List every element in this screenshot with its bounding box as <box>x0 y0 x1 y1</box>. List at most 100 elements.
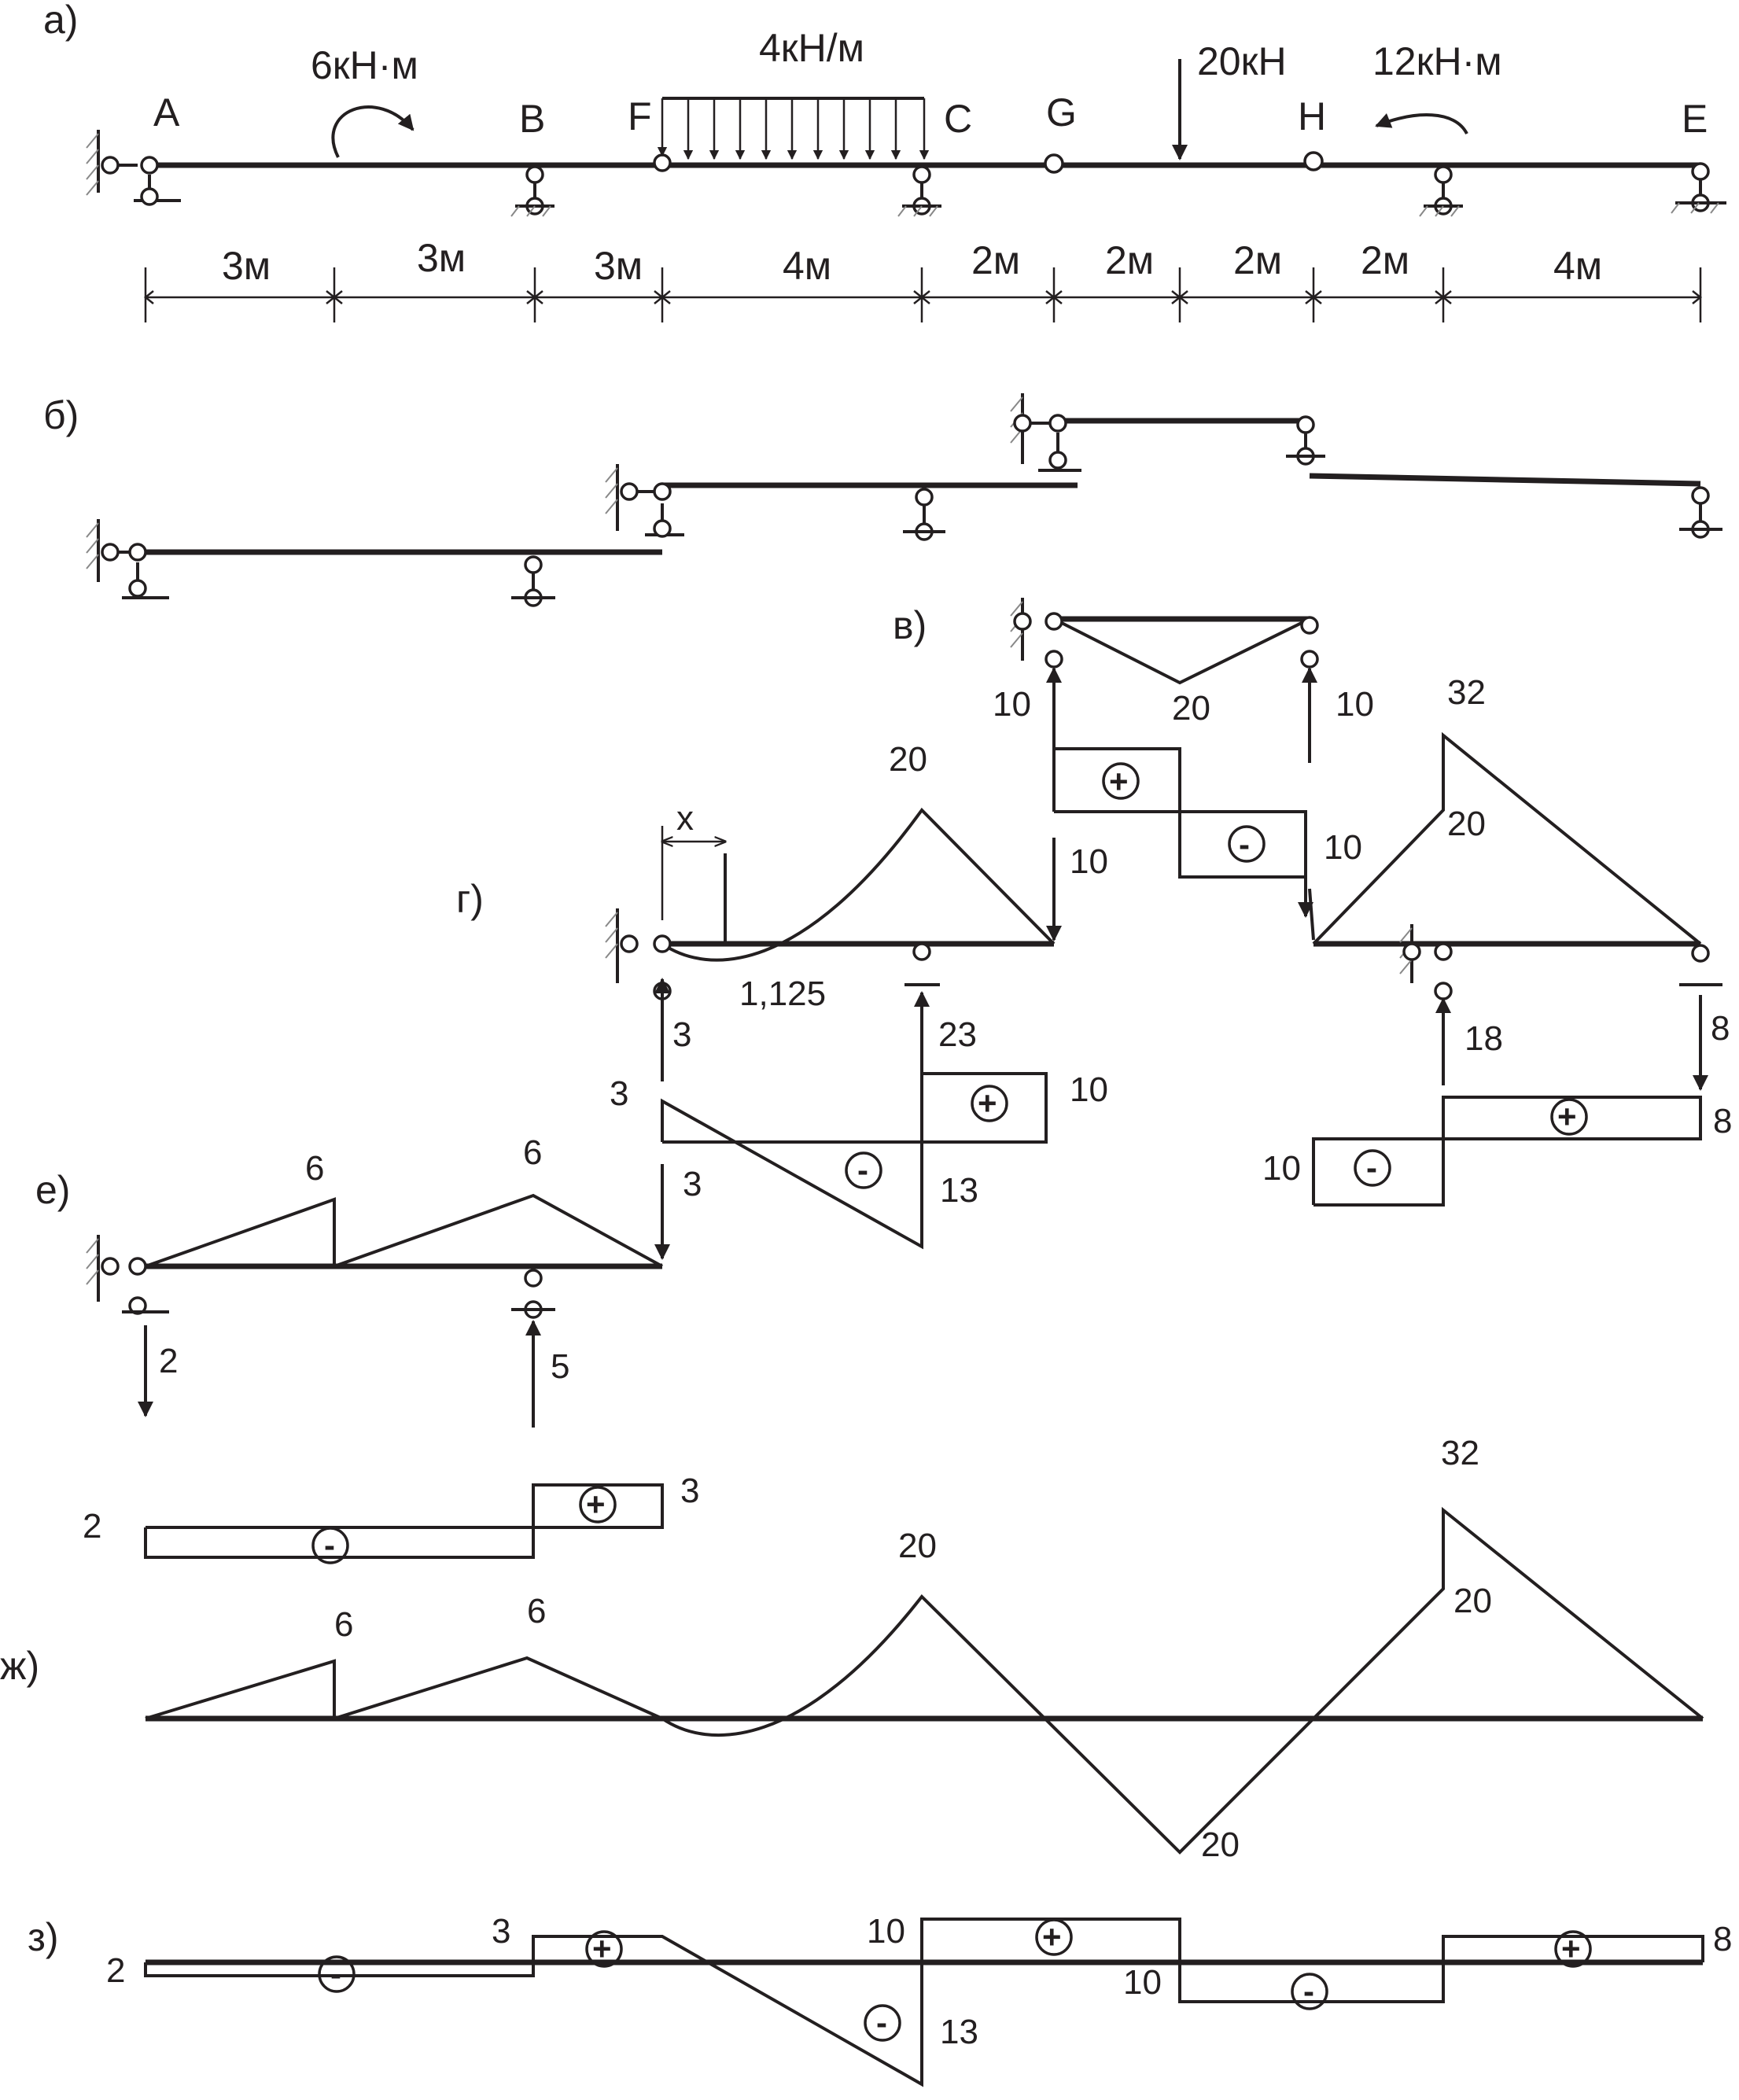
e-reaction-right: 5 <box>551 1347 569 1386</box>
part-e-shear <box>144 1483 664 1564</box>
point-c: C <box>944 97 972 141</box>
g-left-sign-minus: - <box>857 1151 868 1188</box>
g-load-end: 10 <box>1070 842 1108 881</box>
e-sign-minus: - <box>324 1527 335 1564</box>
part-g-left-beam <box>605 807 1062 1081</box>
label-zh: ж) <box>0 1644 39 1688</box>
g-shear-mid: 13 <box>940 1171 978 1210</box>
e-moment-1: 6 <box>305 1149 324 1188</box>
floor-scheme <box>86 393 1722 607</box>
point-g: G <box>1046 90 1077 134</box>
g-right-sign-minus: - <box>1366 1149 1377 1186</box>
distributed-load-label: 4кН/м <box>759 26 864 70</box>
moment-right-arrow <box>1375 113 1468 135</box>
dim-6: 2м <box>1105 238 1154 282</box>
roller-support-d <box>1419 165 1463 217</box>
fixed-support-a <box>86 130 181 206</box>
zh-m6: 20 <box>1201 1826 1240 1864</box>
label-g: г) <box>456 877 484 921</box>
point-force-label: 20кН <box>1197 39 1287 83</box>
roller-support-c <box>897 165 941 217</box>
e-reaction-left: 2 <box>159 1342 178 1380</box>
part-g-right-beam <box>1308 731 1722 1091</box>
z-q-end: 8 <box>1713 1920 1732 1958</box>
label-b: б) <box>43 393 79 437</box>
point-e: E <box>1682 97 1708 141</box>
z-q-start: 2 <box>106 1951 125 1990</box>
zh-m1: 6 <box>334 1605 353 1644</box>
hinge-f <box>653 153 672 172</box>
point-f: F <box>628 94 652 138</box>
g-moment-max: 20 <box>889 740 927 779</box>
e-sign-plus: + <box>586 1486 606 1523</box>
point-h: H <box>1298 94 1326 138</box>
zh-m5: 20 <box>1453 1582 1492 1620</box>
part-g-left-shear <box>661 1072 1048 1250</box>
dim-9: 4м <box>1553 244 1602 288</box>
part-v-shear <box>1052 747 1313 918</box>
label-e: е) <box>35 1168 70 1212</box>
part-v-beam <box>1010 598 1319 763</box>
g-shear-end: 10 <box>1070 1070 1108 1109</box>
z-sign-plus-3: + <box>1561 1930 1581 1967</box>
dim-4: 4м <box>783 244 831 288</box>
g-right-shear-start: 10 <box>1262 1149 1301 1188</box>
v-reaction-left: 10 <box>993 685 1031 724</box>
v-sign-minus: - <box>1239 826 1250 863</box>
g-right-shear-end: 8 <box>1713 1102 1732 1140</box>
z-sign-plus-2: + <box>1042 1918 1062 1955</box>
hinge-g <box>1044 153 1064 174</box>
moment-diagram-combined <box>145 1506 1704 1855</box>
v-sign-plus: + <box>1109 763 1129 800</box>
dim-2: 3м <box>417 236 466 280</box>
moment-left-label: 6кН·м <box>311 43 418 87</box>
g-right-sign-plus: + <box>1557 1098 1577 1135</box>
z-q-10b: 10 <box>1123 1963 1162 2002</box>
dim-5: 2м <box>971 238 1020 282</box>
z-q-3: 3 <box>492 1912 510 1951</box>
part-e-beam <box>86 1164 670 1428</box>
z-sign-minus-3: - <box>1303 1973 1314 2010</box>
e-shear-start: 2 <box>83 1507 101 1546</box>
g-reaction-left: 3 <box>672 1015 691 1054</box>
zh-m2: 6 <box>527 1592 546 1630</box>
moment-right-label: 12кН·м <box>1372 39 1502 83</box>
shear-diagram-combined <box>144 1918 1704 2087</box>
g-right-reaction-right: 8 <box>1711 1009 1730 1048</box>
z-sign-minus-1: - <box>330 1955 341 1992</box>
v-moment-value: 20 <box>1172 689 1210 728</box>
part-g-right-shear <box>1312 1096 1702 1207</box>
g-right-moment-step: 20 <box>1447 805 1486 843</box>
dim-7: 2м <box>1233 238 1282 282</box>
label-v: в) <box>893 603 927 647</box>
g-moment-min: 1,125 <box>739 974 826 1013</box>
roller-support-e <box>1671 162 1726 214</box>
label-a: а) <box>43 0 78 42</box>
z-q-13: 13 <box>940 2013 978 2051</box>
dim-3: 3м <box>594 244 643 288</box>
g-right-reaction-left: 18 <box>1465 1019 1503 1058</box>
e-moment-2: 6 <box>523 1133 542 1172</box>
v-reaction-right: 10 <box>1336 685 1374 724</box>
z-sign-plus-1: + <box>592 1930 612 1967</box>
dim-1: 3м <box>222 244 271 288</box>
z-sign-minus-2: - <box>876 2004 887 2041</box>
moment-left-arrow <box>331 105 414 158</box>
label-z: з) <box>28 1915 59 1959</box>
e-load-end: 3 <box>683 1165 702 1203</box>
dimension-line <box>143 267 1703 322</box>
v-shear-right: 10 <box>1324 828 1362 867</box>
roller-support-b <box>510 165 554 217</box>
point-a: A <box>153 90 180 134</box>
g-right-moment-max: 32 <box>1447 673 1486 712</box>
distributed-load <box>657 97 930 160</box>
g-left-sign-plus: + <box>978 1085 997 1122</box>
e-shear-end: 3 <box>680 1472 699 1510</box>
zh-m3: 20 <box>898 1527 937 1565</box>
g-x-label: x <box>676 799 694 838</box>
z-q-10a: 10 <box>867 1912 905 1951</box>
g-reaction-right: 23 <box>938 1015 977 1054</box>
hinge-h <box>1303 151 1324 171</box>
